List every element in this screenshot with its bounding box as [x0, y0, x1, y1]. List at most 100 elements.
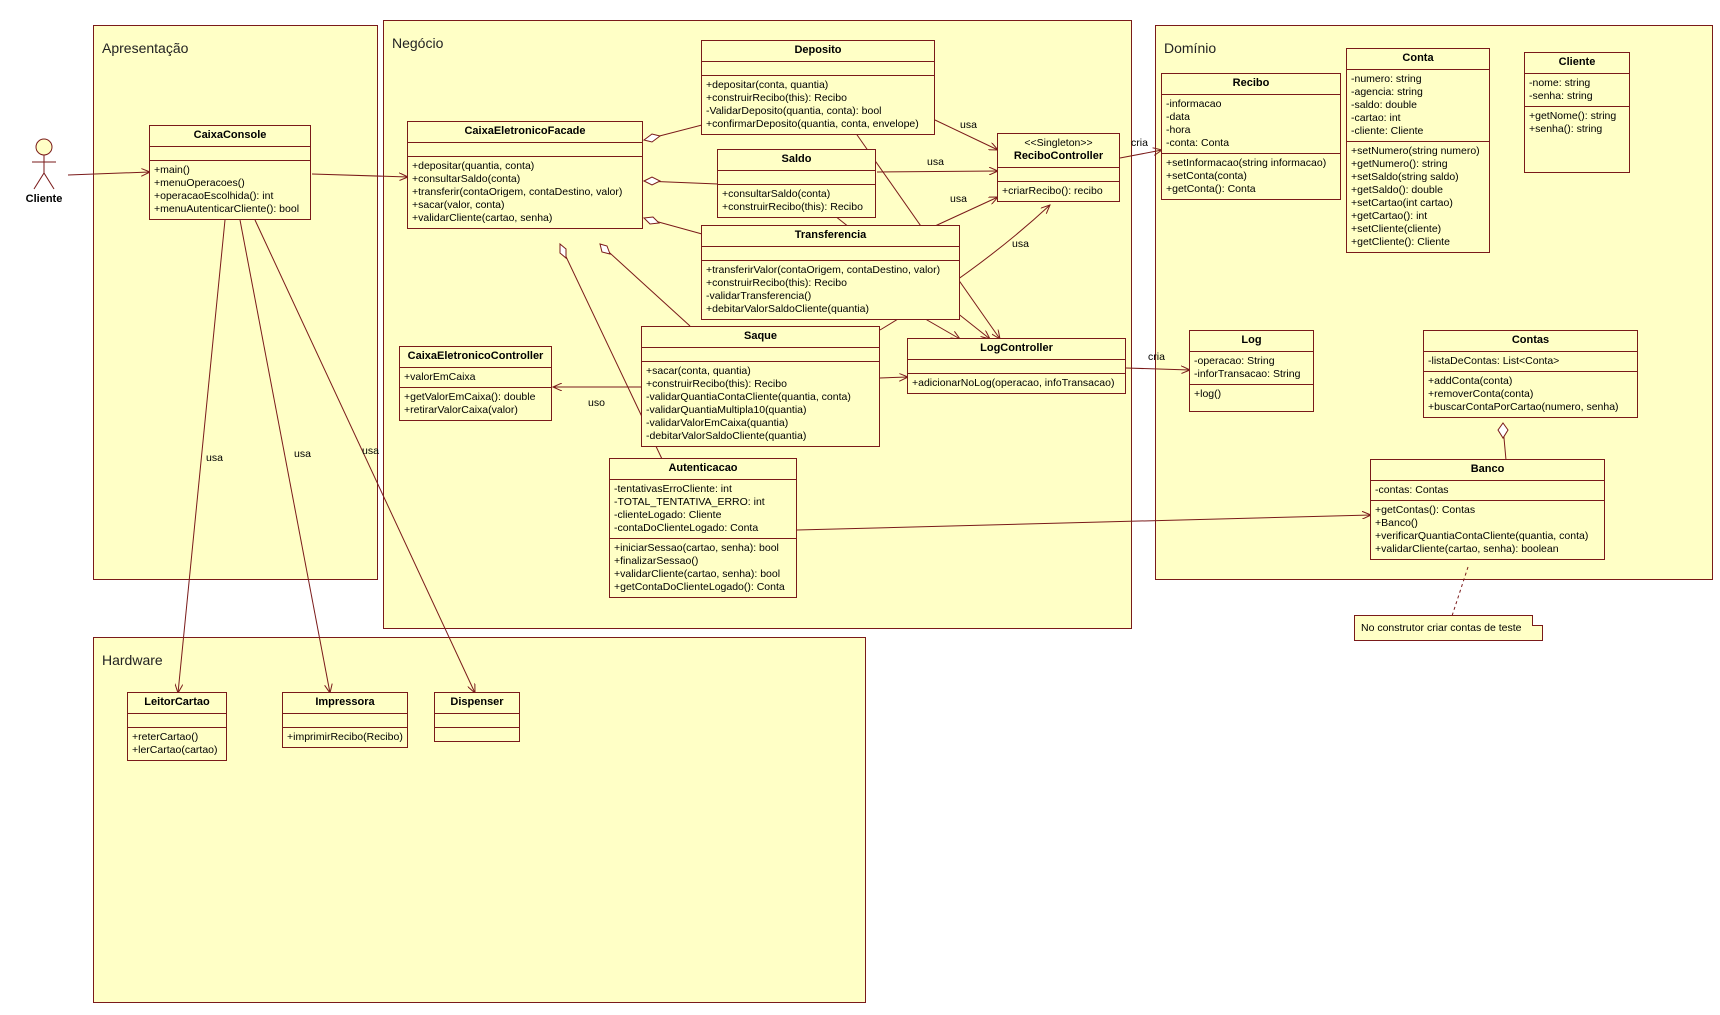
class-recibocontroller[interactable]: <<Singleton>>ReciboController+criarRecib…	[997, 133, 1120, 202]
class-banco[interactable]: Banco-contas: Contas+getContas(): Contas…	[1370, 459, 1605, 560]
class-operation: +buscarContaPorCartao(numero, senha)	[1428, 401, 1619, 413]
class-conta[interactable]: Conta-numero: string-agencia: string-sal…	[1346, 48, 1490, 253]
class-name-compartment: Cliente	[1525, 53, 1629, 74]
class-caixaeletronicofacade[interactable]: CaixaEletronicoFacade+depositar(quantia,…	[407, 121, 643, 229]
class-name-compartment: CaixaEletronicoFacade	[408, 122, 642, 143]
class-name: Conta	[1402, 52, 1434, 64]
package-title: Apresentação	[102, 40, 189, 56]
class-transferencia[interactable]: Transferencia+transferirValor(contaOrige…	[701, 225, 960, 320]
class-operation: +consultarSaldo(conta)	[412, 173, 521, 185]
class-name: Transferencia	[794, 229, 867, 241]
class-name: Impressora	[315, 696, 375, 708]
class-attributes-compartment	[642, 348, 879, 362]
label-usa-deposito: usa	[960, 119, 977, 131]
class-name: LogController	[980, 342, 1053, 354]
class-attributes-compartment: -nome: string-senha: string	[1525, 74, 1629, 107]
agg-diamond	[642, 216, 661, 225]
class-operation: +adicionarNoLog(operacao, infoTransacao)	[912, 377, 1115, 389]
class-saque[interactable]: Saque+sacar(conta, quantia)+construirRec…	[641, 326, 880, 447]
class-operation: +iniciarSessao(cartao, senha): bool	[614, 542, 779, 554]
class-caixaconsole[interactable]: CaixaConsole+main()+menuOperacoes()+oper…	[149, 125, 311, 220]
class-attribute: +valorEmCaixa	[404, 371, 476, 383]
class-name-compartment: Dispenser	[435, 693, 519, 714]
class-operation: +construirRecibo(this): Recibo	[646, 378, 787, 390]
class-attribute: -tentativasErroCliente: int	[614, 483, 732, 495]
class-attributes-compartment	[702, 62, 934, 76]
class-operation: +confirmarDeposito(quantia, conta, envel…	[706, 118, 919, 130]
class-attribute: -informacao	[1166, 98, 1222, 110]
class-log[interactable]: Log-operacao: String-inforTransacao: Str…	[1189, 330, 1314, 412]
class-operation: +retirarValorCaixa(valor)	[404, 404, 518, 416]
class-name-compartment: Autenticacao	[610, 459, 796, 480]
class-operation: +Banco()	[1375, 517, 1418, 529]
class-caixaeletronicocontroller[interactable]: CaixaEletronicoController+valorEmCaixa+g…	[399, 346, 552, 421]
link-recibocontroller-recibo	[1119, 150, 1162, 159]
label-usa-impressora: usa	[294, 448, 311, 460]
class-operations-compartment: +log()	[1190, 385, 1313, 404]
class-recibo[interactable]: Recibo-informacao-data-hora-conta: Conta…	[1161, 73, 1341, 200]
agg-diamond	[599, 243, 611, 255]
class-attributes-compartment	[908, 360, 1125, 374]
class-autenticacao[interactable]: Autenticacao-tentativasErroCliente: int-…	[609, 458, 797, 598]
class-attributes-compartment	[718, 171, 875, 185]
class-operation: -debitarValorSaldoCliente(quantia)	[646, 430, 807, 442]
class-operation: +log()	[1194, 388, 1222, 400]
class-operations-compartment	[435, 728, 519, 741]
class-name: LeitorCartao	[144, 696, 210, 708]
class-saldo[interactable]: Saldo+consultarSaldo(conta)+construirRec…	[717, 149, 876, 218]
package-title: Negócio	[392, 35, 444, 51]
class-name-compartment: CaixaEletronicoController	[400, 347, 551, 368]
class-name: CaixaEletronicoFacade	[464, 125, 586, 137]
class-operations-compartment: +getNome(): string+senha(): string	[1525, 107, 1629, 139]
agg-diamond	[642, 176, 662, 186]
label-usa-saldo: usa	[927, 156, 944, 168]
class-attribute: -operacao: String	[1194, 355, 1275, 367]
class-attribute: -agencia: string	[1351, 86, 1423, 98]
class-operation: +senha(): string	[1529, 123, 1603, 135]
package-title: Hardware	[102, 652, 163, 668]
agg-diamond	[559, 242, 567, 260]
class-operations-compartment: +getContas(): Contas+Banco()+verificarQu…	[1371, 501, 1604, 559]
class-name-compartment: LogController	[908, 339, 1125, 360]
class-name: Log	[1241, 334, 1262, 346]
class-name-compartment: LeitorCartao	[128, 693, 226, 714]
class-operation: -ValidarDeposito(quantia, conta): bool	[706, 105, 882, 117]
class-dispenser[interactable]: Dispenser	[434, 692, 520, 742]
class-attribute: -hora	[1166, 124, 1191, 136]
class-operation: +setInformacao(string informacao)	[1166, 157, 1327, 169]
class-attributes-compartment	[435, 714, 519, 728]
label-usa-leitor: usa	[206, 452, 223, 464]
link-console-impressora	[239, 219, 330, 693]
class-attribute: -clienteLogado: Cliente	[614, 509, 722, 521]
class-operation: +construirRecibo(this): Recibo	[706, 277, 847, 289]
class-deposito[interactable]: Deposito+depositar(conta, quantia)+const…	[701, 40, 935, 135]
class-impressora[interactable]: Impressora +imprimirRecibo(Recibo)	[282, 692, 408, 748]
class-operation: -validarValorEmCaixa(quantia)	[646, 417, 789, 429]
package-apresentacao: Apresentação	[93, 25, 378, 580]
class-attribute: -contaDoClienteLogado: Conta	[614, 522, 759, 534]
link-deposito-recibo	[934, 119, 998, 150]
class-operation: -validarTransferencia()	[706, 290, 812, 302]
class-operation: +construirRecibo(this): Recibo	[722, 201, 863, 213]
class-operation: +getCliente(): Cliente	[1351, 236, 1450, 248]
class-operations-compartment: +imprimirRecibo(Recibo)	[283, 728, 407, 747]
class-cliente[interactable]: Cliente-nome: string-senha: string+getNo…	[1524, 52, 1630, 173]
class-attribute: -TOTAL_TENTATIVA_ERRO: int	[614, 496, 765, 508]
class-contas[interactable]: Contas-listaDeContas: List<Conta>+addCon…	[1423, 330, 1638, 418]
link-console-leitor	[178, 219, 226, 693]
class-operation: +getCartao(): int	[1351, 210, 1428, 222]
class-operations-compartment: +addConta(conta)+removerConta(conta)+bus…	[1424, 372, 1637, 417]
class-name-compartment: Saque	[642, 327, 879, 348]
class-operations-compartment: +iniciarSessao(cartao, senha): bool+fina…	[610, 539, 796, 597]
class-name-compartment: Deposito	[702, 41, 934, 62]
stick-figure-icon	[32, 138, 56, 190]
class-name: Recibo	[1232, 77, 1270, 89]
note-banco: No construtor criar contas de teste	[1354, 615, 1543, 641]
class-operation: +setConta(conta)	[1166, 170, 1247, 182]
class-attributes-compartment	[150, 147, 310, 161]
class-leitorcartao[interactable]: LeitorCartao+reterCartao()+lerCartao(car…	[127, 692, 227, 761]
agg-diamond	[642, 133, 662, 143]
class-logcontroller[interactable]: LogController +adicionarNoLog(operacao, i…	[907, 338, 1126, 394]
class-name-compartment: Log	[1190, 331, 1313, 352]
class-operation: +lerCartao(cartao)	[132, 744, 218, 756]
